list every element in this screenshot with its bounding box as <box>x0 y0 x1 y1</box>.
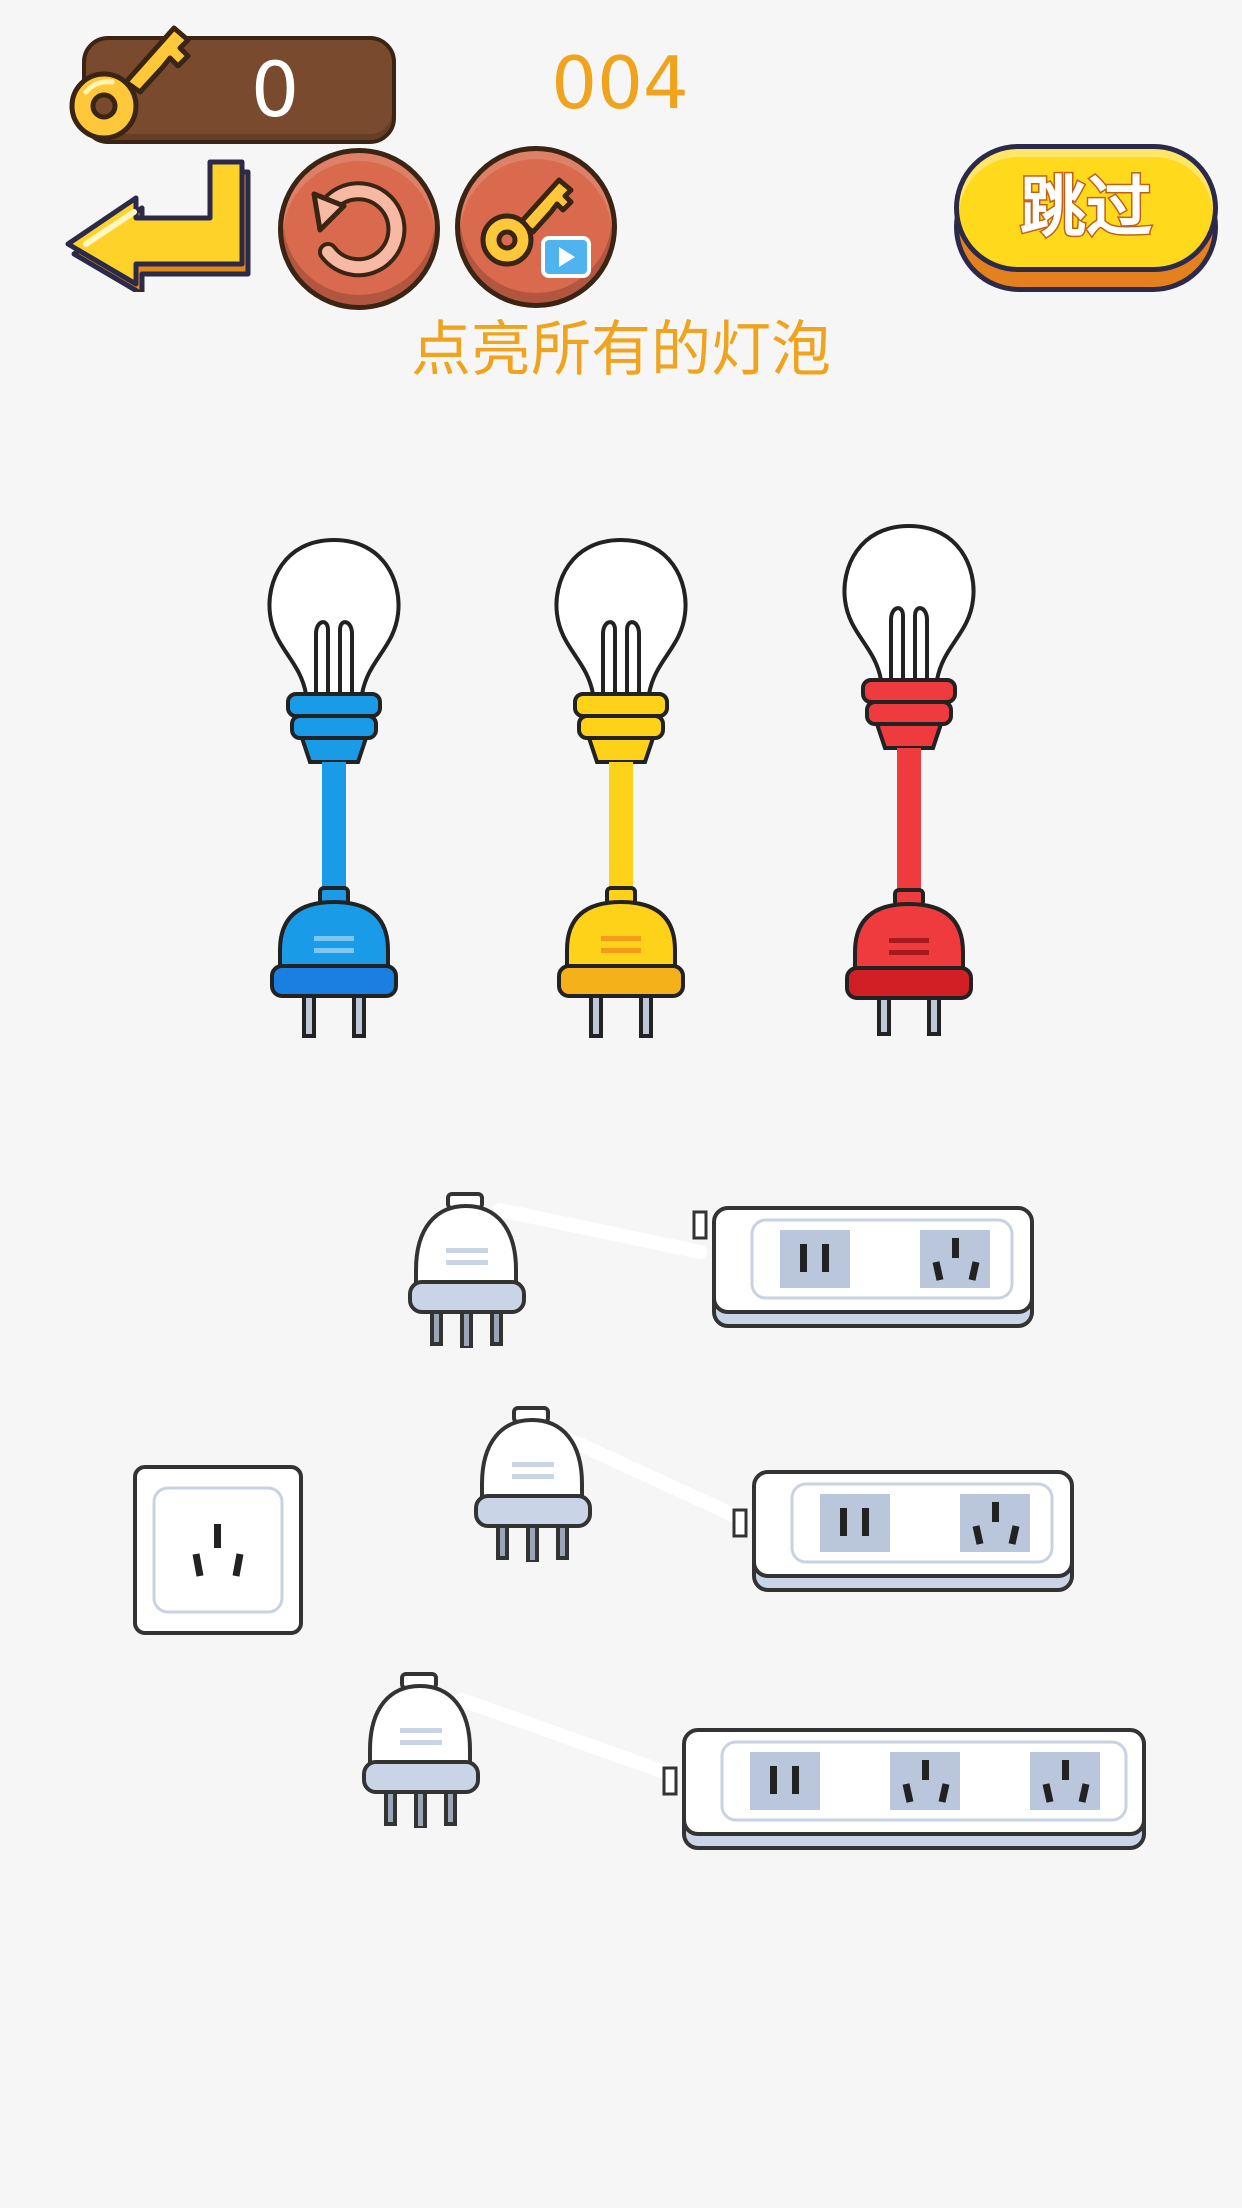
yellow-bulb[interactable] <box>531 530 711 1050</box>
hint-video-button[interactable] <box>455 146 617 308</box>
back-arrow-icon[interactable] <box>56 152 256 292</box>
wall-outlet[interactable] <box>132 1464 304 1636</box>
red-bulb[interactable] <box>819 516 999 1036</box>
blue-bulb[interactable] <box>244 530 424 1050</box>
key-video-icon <box>480 177 591 278</box>
key-icon <box>69 25 191 141</box>
level-number: 004 <box>551 41 689 125</box>
power-strip-2-sockets[interactable] <box>684 1200 1036 1330</box>
skip-button[interactable]: 跳过 <box>954 144 1218 294</box>
key-count: 0 <box>250 45 300 134</box>
restart-button[interactable] <box>278 148 440 310</box>
white-plug-3-pin[interactable] <box>468 1402 598 1562</box>
skip-button-face <box>954 144 1218 272</box>
restart-icon <box>311 181 407 278</box>
power-strip-3-sockets[interactable] <box>654 1722 1148 1852</box>
power-strip-2-sockets[interactable] <box>724 1464 1076 1594</box>
skip-label: 跳过 <box>1019 168 1154 248</box>
white-plug-3-pin[interactable] <box>402 1188 532 1348</box>
white-plug-3-pin[interactable] <box>356 1668 486 1828</box>
instruction-text: 点亮所有的灯泡 <box>411 315 831 385</box>
